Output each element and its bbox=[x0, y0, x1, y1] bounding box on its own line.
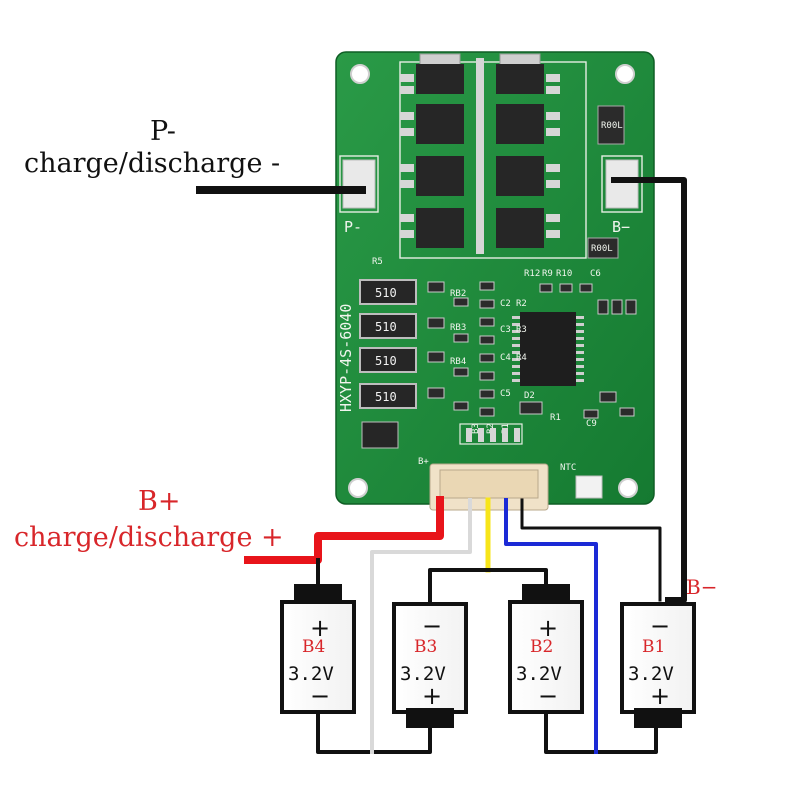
cell-name: B3 bbox=[414, 637, 437, 657]
mosfet bbox=[496, 156, 560, 196]
cell-name: B1 bbox=[642, 637, 665, 657]
silk-label: RB3 bbox=[450, 323, 466, 333]
silk-label: C6 bbox=[590, 269, 601, 279]
board-model: HXYP-4S-6040 bbox=[337, 304, 355, 412]
silk-label: R1 bbox=[550, 413, 561, 423]
silk-label: C4 bbox=[500, 353, 511, 363]
silk-label: C2 bbox=[500, 299, 511, 309]
pad-b-label: B− bbox=[612, 218, 630, 236]
cell-voltage: 3.2V bbox=[288, 663, 334, 685]
silk-outline bbox=[601, 155, 643, 213]
silk-label: R4 bbox=[516, 353, 527, 363]
wires bbox=[196, 177, 687, 754]
cell-top-sign: − bbox=[650, 612, 670, 640]
mosfet bbox=[400, 104, 464, 144]
cell-voltage: 3.2V bbox=[628, 663, 674, 685]
mount-hole bbox=[618, 478, 638, 498]
mosfet bbox=[400, 208, 464, 248]
resistor-label: 510 bbox=[375, 320, 397, 334]
mosfet bbox=[400, 53, 464, 94]
shunt-resistor bbox=[587, 237, 619, 259]
label-b-plus-desc: charge/discharge + bbox=[14, 522, 284, 553]
wire-blue bbox=[504, 498, 598, 746]
ntc-connector bbox=[575, 475, 603, 499]
shunt-resistor-label: R00L bbox=[601, 121, 623, 131]
label-b-minus: B− bbox=[686, 575, 717, 599]
silk-outline bbox=[399, 61, 587, 259]
pad-p-minus bbox=[342, 159, 376, 209]
cell-b2: + B2 3.2V − bbox=[508, 584, 584, 714]
silk-label: D2 bbox=[524, 391, 535, 401]
cell-b3: − B3 3.2V + bbox=[392, 602, 468, 728]
label-p-minus: P- bbox=[150, 116, 176, 147]
label-b-plus: B+ bbox=[138, 486, 180, 517]
silk-label: C5 bbox=[500, 389, 511, 399]
shunt-resistor-label: R00L bbox=[591, 244, 613, 254]
resistor-label: 510 bbox=[375, 354, 397, 368]
silk-outline bbox=[339, 155, 379, 213]
resistor-label: 510 bbox=[375, 286, 397, 300]
mount-hole bbox=[615, 64, 635, 84]
protection-ic bbox=[512, 312, 584, 386]
cell-bottom-sign: − bbox=[538, 682, 558, 710]
copper-bus bbox=[476, 58, 484, 254]
cell-voltage: 3.2V bbox=[516, 663, 562, 685]
balance-connector bbox=[429, 423, 549, 511]
silk-label: R12 bbox=[524, 269, 540, 279]
silk-label: RB4 bbox=[450, 357, 466, 367]
silk-label: R10 bbox=[556, 269, 572, 279]
shunt-resistor bbox=[597, 105, 625, 145]
silk-labels: R5 RB2 RB3 RB4 C2 C3 C4 C5 R2 R3 R4 D2 R… bbox=[372, 257, 601, 429]
cell-b4: + B4 3.2V − bbox=[280, 584, 356, 714]
wire-b-plus bbox=[244, 496, 444, 564]
pad-p-label: P- bbox=[344, 218, 362, 236]
resistor-label: 510 bbox=[375, 390, 397, 404]
cell-top-sign: + bbox=[538, 614, 558, 642]
silk-label: R5 bbox=[372, 257, 383, 267]
silk-label: R3 bbox=[516, 325, 527, 335]
ntc-label: NTC bbox=[560, 463, 576, 473]
mosfet bbox=[496, 104, 560, 144]
mosfet bbox=[496, 53, 560, 94]
bms-board: P- B− bbox=[335, 51, 655, 511]
smd-components bbox=[427, 281, 637, 419]
cell-top-sign: − bbox=[422, 612, 442, 640]
mount-hole bbox=[348, 478, 368, 498]
silk-label: RB2 bbox=[450, 289, 466, 299]
pad-b-minus bbox=[605, 159, 639, 209]
cell-name: B4 bbox=[302, 637, 325, 657]
mount-hole bbox=[350, 64, 370, 84]
wire-b-minus bbox=[611, 177, 687, 603]
smd-diode bbox=[361, 421, 399, 449]
silk-label: R2 bbox=[516, 299, 527, 309]
cell-top-sign: + bbox=[310, 614, 330, 642]
silk-label: C9 bbox=[586, 419, 597, 429]
wire-white bbox=[370, 498, 472, 746]
wire-series-b2-b1 bbox=[544, 710, 658, 754]
cell-bottom-sign: + bbox=[422, 682, 442, 710]
cell-voltage: 3.2V bbox=[400, 663, 446, 685]
connector-bplus-label: B+ bbox=[418, 457, 429, 467]
mosfet bbox=[400, 156, 464, 196]
wire-connector-black bbox=[520, 498, 662, 602]
mosfet bbox=[496, 208, 560, 248]
mosfet-array bbox=[400, 53, 560, 254]
cell-bottom-sign: + bbox=[650, 682, 670, 710]
balance-resistors: 510 510 510 510 bbox=[359, 279, 417, 409]
label-p-minus-desc: charge/discharge - bbox=[24, 148, 280, 179]
cell-bottom-sign: − bbox=[310, 682, 330, 710]
cell-b1: − B1 3.2V + bbox=[620, 602, 696, 728]
silk-label: C3 bbox=[500, 325, 511, 335]
connector-pin-label: B3 bbox=[471, 423, 481, 434]
silk-label: R9 bbox=[542, 269, 553, 279]
cell-name: B2 bbox=[530, 637, 553, 657]
